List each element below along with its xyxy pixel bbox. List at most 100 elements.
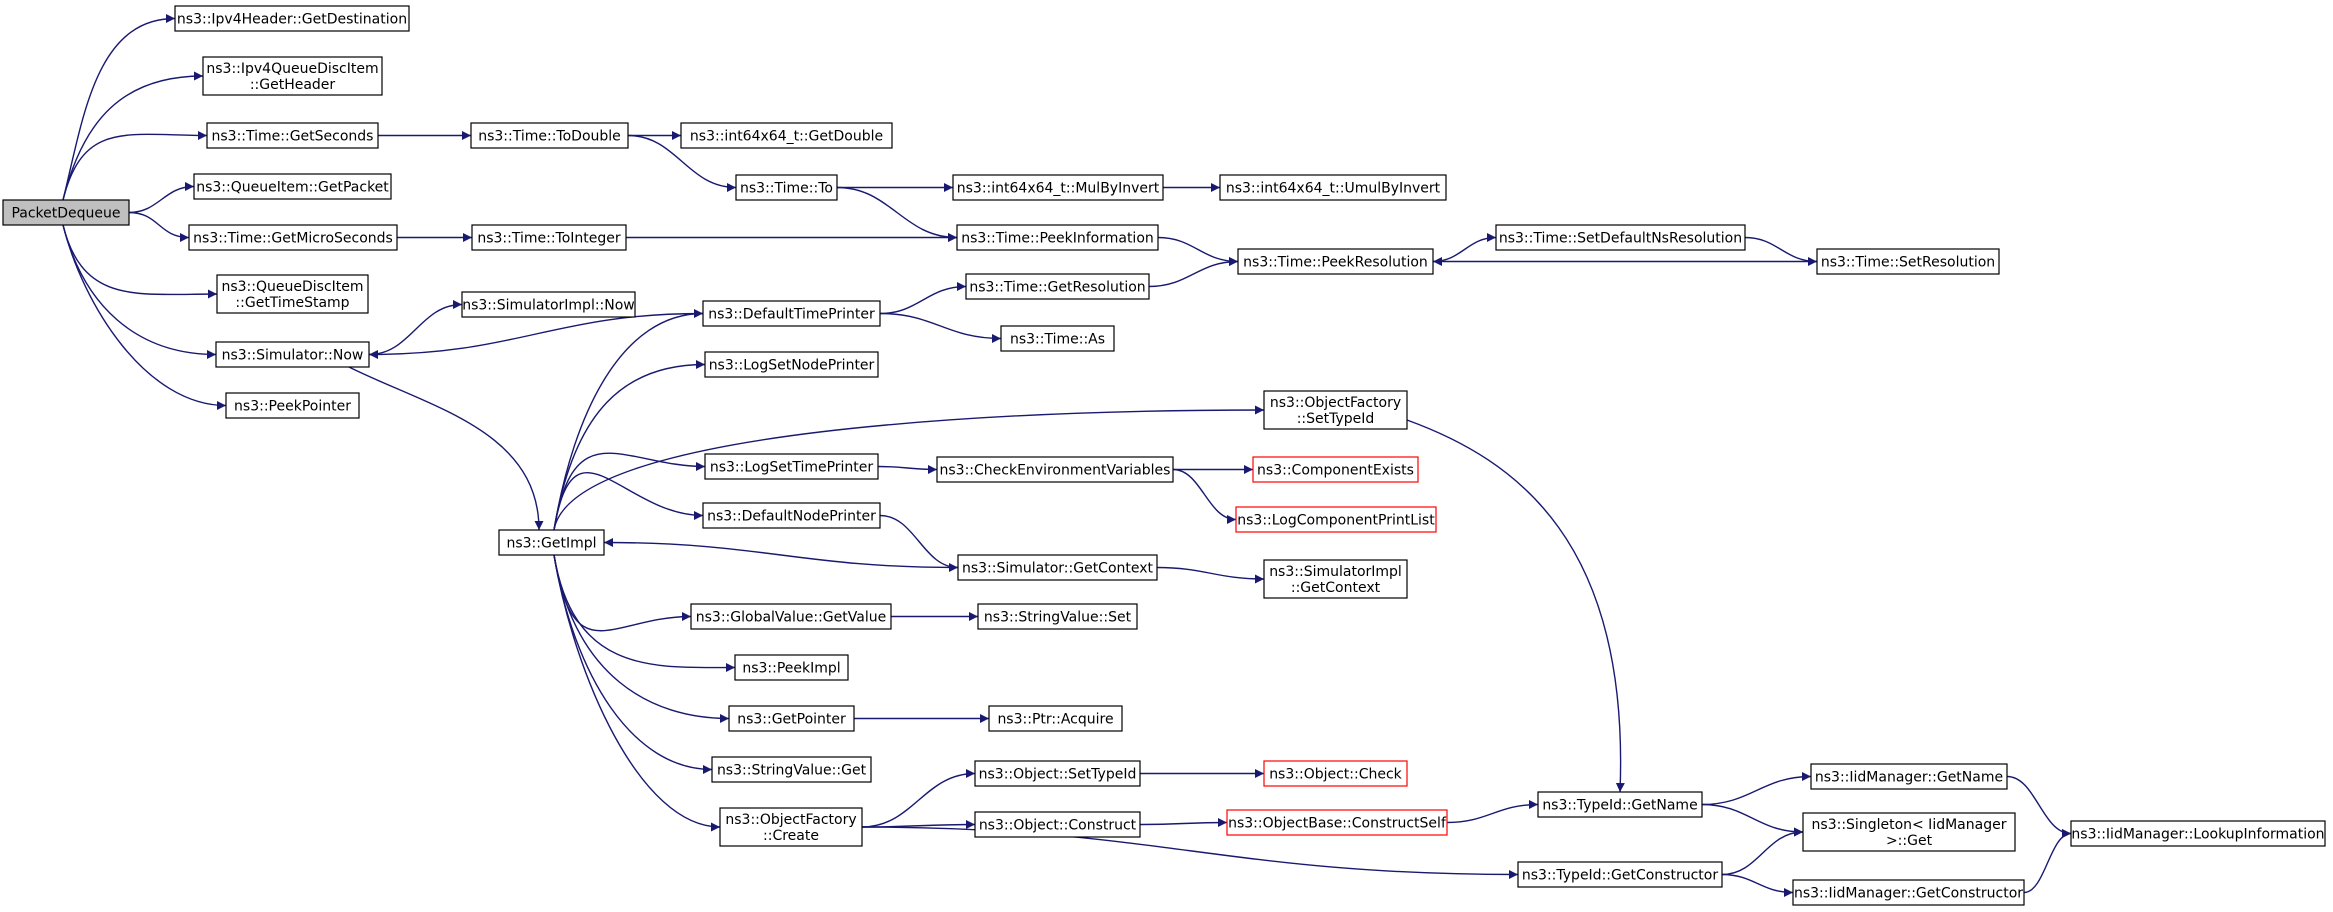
node-label: ::GetHeader: [250, 77, 336, 93]
node-label: ns3::GetImpl: [506, 536, 596, 552]
node-iidmanager-getconstructor[interactable]: ns3::IidManager::GetConstructor: [1792, 879, 2025, 906]
node-singleton-get[interactable]: ns3::Singleton< IidManager >::Get: [1802, 812, 2016, 852]
node-box: [734, 654, 849, 681]
node-peekpointer[interactable]: ns3::PeekPointer: [225, 392, 360, 419]
node-int64-getdouble[interactable]: ns3::int64x64_t::GetDouble: [680, 122, 893, 149]
node-stringvalue-get[interactable]: ns3::StringValue::Get: [711, 756, 872, 783]
node-box: [974, 811, 1141, 838]
node-label: ns3::Time::GetResolution: [969, 280, 1145, 296]
node-label: ns3::Ptr::Acquire: [997, 712, 1113, 728]
node-simulator-getcontext[interactable]: ns3::Simulator::GetContext: [957, 554, 1158, 581]
node-logsettimeprinter[interactable]: ns3::LogSetTimePrinter: [704, 453, 879, 480]
edge-logsettimeprinter-to-checkenvvars: [877, 464, 938, 474]
node-stringvalue-set[interactable]: ns3::StringValue::Set: [977, 603, 1138, 630]
node-object-settypeid[interactable]: ns3::Object::SetTypeId: [974, 760, 1141, 787]
node-object-construct[interactable]: ns3::Object::Construct: [974, 811, 1141, 838]
node-label: ns3::GetPointer: [737, 712, 846, 728]
nodes-layer: PacketDequeue ns3::Ipv4Header::GetDestina…: [2, 5, 2326, 906]
node-label: ns3::Ipv4QueueDiscItem: [206, 61, 378, 77]
node-label: ns3::Ipv4Header::GetDestination: [177, 12, 407, 28]
node-peekimpl[interactable]: ns3::PeekImpl: [734, 654, 849, 681]
node-label: ns3::QueueDiscItem: [221, 279, 363, 295]
node-simulator-now[interactable]: ns3::Simulator::Now: [215, 341, 370, 368]
node-packetdequeue[interactable]: PacketDequeue: [2, 199, 130, 226]
node-label: ns3::DefaultNodePrinter: [707, 509, 876, 525]
node-globalvalue-getvalue[interactable]: ns3::GlobalValue::GetValue: [690, 603, 892, 630]
edge-defaulttimeprinter-to-time-getresolution: [879, 282, 967, 315]
node-time-getresolution[interactable]: ns3::Time::GetResolution: [965, 273, 1150, 300]
node-defaultnodeprinter[interactable]: ns3::DefaultNodePrinter: [702, 502, 881, 529]
node-label: ::SetTypeId: [1297, 411, 1375, 427]
node-iidmanager-getname[interactable]: ns3::IidManager::GetName: [1810, 763, 2008, 790]
node-defaulttimeprinter[interactable]: ns3::DefaultTimePrinter: [702, 300, 881, 327]
node-box: [498, 529, 605, 556]
node-typeid-getconstructor[interactable]: ns3::TypeId::GetConstructor: [1517, 861, 1723, 888]
node-label: ns3::Simulator::Now: [222, 348, 364, 364]
node-time-todouble[interactable]: ns3::Time::ToDouble: [470, 122, 629, 149]
node-box: [461, 291, 636, 318]
node-getpointer[interactable]: ns3::GetPointer: [728, 705, 855, 732]
edge-packetdequeue-to-time-getseconds: [62, 130, 208, 201]
node-int64-umulbyinvert[interactable]: ns3::int64x64_t::UmulByInvert: [1219, 174, 1447, 201]
edge-objectfactory-create-to-object-settypeid: [861, 769, 976, 828]
node-label: ns3::Time::As: [1010, 332, 1105, 348]
node-time-setdefaultnsresolution[interactable]: ns3::Time::SetDefaultNsResolution: [1495, 224, 1746, 251]
node-componentexists[interactable]: ns3::ComponentExists: [1252, 456, 1419, 483]
node-box: [1792, 879, 2025, 906]
edge-objectfactory-create-to-typeid-getconstructor: [861, 826, 1519, 879]
node-box: [965, 273, 1150, 300]
node-label: ns3::Time::GetSeconds: [212, 129, 374, 145]
node-objectbase-constructself[interactable]: ns3::ObjectBase::ConstructSelf: [1226, 809, 1448, 836]
node-time-to[interactable]: ns3::Time::To: [735, 174, 838, 201]
node-label: ns3::Time::SetResolution: [1821, 255, 1995, 271]
node-box: [215, 341, 370, 368]
node-logsetnodeprinter[interactable]: ns3::LogSetNodePrinter: [704, 351, 879, 378]
node-label: ns3::int64x64_t::MulByInvert: [957, 181, 1160, 197]
node-box: [1263, 559, 1408, 599]
node-label: ::GetContext: [1291, 580, 1381, 596]
edge-typeid-getconstructor-to-singleton-get: [1721, 827, 1804, 876]
node-label: ns3::PeekImpl: [742, 661, 840, 677]
node-queueitem-getpacket[interactable]: ns3::QueueItem::GetPacket: [193, 173, 392, 200]
node-int64-mulbyinvert[interactable]: ns3::int64x64_t::MulByInvert: [952, 174, 1164, 201]
node-queuedisc-gettimestamp[interactable]: ns3::QueueDiscItem::GetTimeStamp: [216, 274, 369, 314]
node-label: PacketDequeue: [11, 206, 120, 222]
node-label: ns3::Simulator::GetContext: [962, 561, 1154, 577]
node-ipv4header-getdestination[interactable]: ns3::Ipv4Header::GetDestination: [174, 5, 410, 32]
node-label: ns3::ObjectFactory: [725, 812, 856, 828]
node-checkenvvars[interactable]: ns3::CheckEnvironmentVariables: [936, 456, 1174, 483]
node-label: ns3::IidManager::LookupInformation: [2071, 827, 2324, 843]
node-box: [711, 756, 872, 783]
node-label: ::Create: [763, 828, 819, 844]
node-box: [2, 199, 130, 226]
node-label: ns3::Time::ToInteger: [477, 231, 621, 247]
edge-simulator-getcontext-to-simulatorimpl-getcontext: [1156, 566, 1265, 584]
node-label: ns3::StringValue::Get: [717, 763, 867, 779]
node-label: ns3::StringValue::Set: [984, 610, 1132, 626]
node-label: ns3::Time::PeekInformation: [961, 231, 1154, 247]
node-box: [1802, 812, 2016, 852]
node-time-peekresolution[interactable]: ns3::Time::PeekResolution: [1237, 248, 1434, 275]
node-iidmanager-lookupinformation[interactable]: ns3::IidManager::LookupInformation: [2070, 820, 2326, 847]
node-time-getmicroseconds[interactable]: ns3::Time::GetMicroSeconds: [188, 224, 398, 251]
edge-getimpl-to-logsettimeprinter: [553, 452, 706, 531]
node-time-getseconds[interactable]: ns3::Time::GetSeconds: [206, 122, 379, 149]
node-simulatorimpl-getcontext[interactable]: ns3::SimulatorImpl::GetContext: [1263, 559, 1408, 599]
node-logcomponentprintlist[interactable]: ns3::LogComponentPrintList: [1235, 506, 1437, 533]
node-object-check[interactable]: ns3::Object::Check: [1263, 760, 1408, 787]
node-objectfactory-settypeid[interactable]: ns3::ObjectFactory::SetTypeId: [1263, 390, 1408, 430]
node-label: ns3::IidManager::GetConstructor: [1794, 886, 2023, 902]
node-time-tointeger[interactable]: ns3::Time::ToInteger: [471, 224, 627, 251]
node-typeid-getname[interactable]: ns3::TypeId::GetName: [1537, 791, 1703, 818]
edge-typeid-getname-to-iidmanager-getname: [1701, 772, 1812, 806]
node-ptr-acquire[interactable]: ns3::Ptr::Acquire: [988, 705, 1123, 732]
node-simulatorimpl-now[interactable]: ns3::SimulatorImpl::Now: [461, 291, 636, 318]
node-objectfactory-create[interactable]: ns3::ObjectFactory::Create: [719, 807, 863, 847]
node-time-setresolution[interactable]: ns3::Time::SetResolution: [1816, 248, 2000, 275]
edge-getimpl-to-logsetnodeprinter: [553, 360, 706, 531]
node-time-as[interactable]: ns3::Time::As: [1000, 325, 1115, 352]
node-getimpl[interactable]: ns3::GetImpl: [498, 529, 605, 556]
node-time-peekinformation[interactable]: ns3::Time::PeekInformation: [956, 224, 1159, 251]
node-ipv4queuedisc-getheader[interactable]: ns3::Ipv4QueueDiscItem::GetHeader: [202, 56, 383, 96]
